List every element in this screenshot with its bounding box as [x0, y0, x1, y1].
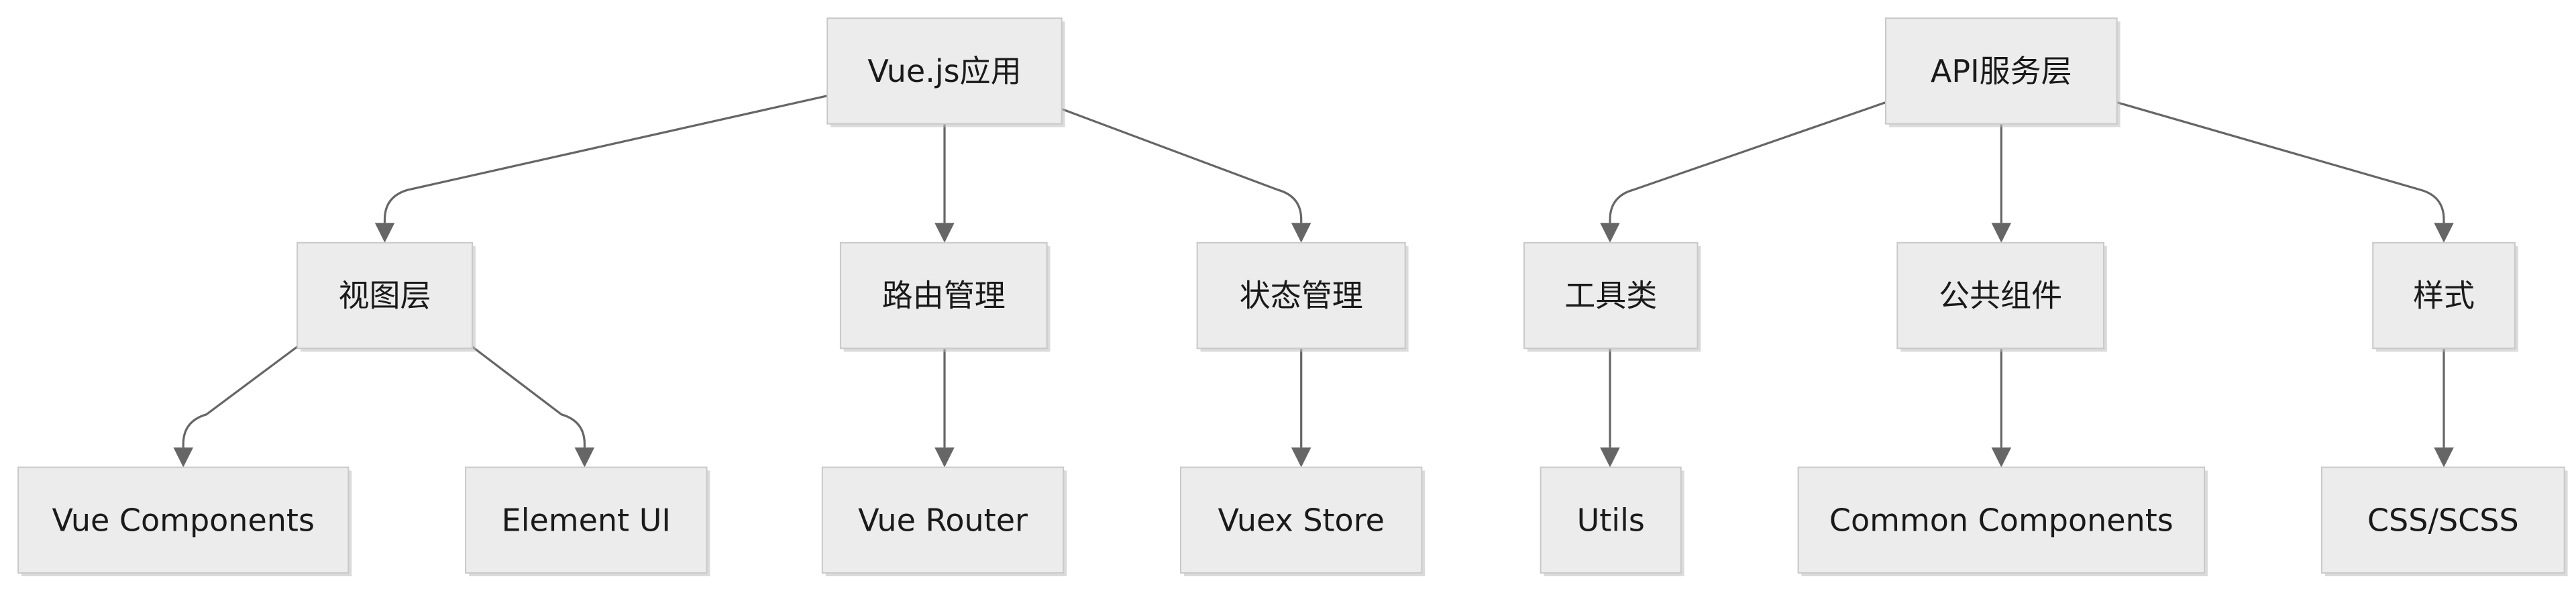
node-box — [465, 466, 708, 574]
node-box — [839, 241, 1048, 350]
node-box — [297, 241, 473, 350]
node-box — [1896, 241, 2105, 350]
node-box — [1196, 241, 1406, 350]
node-box — [1885, 17, 2118, 125]
arrowhead-element-ui — [574, 447, 595, 468]
node-state-mgmt: 状态管理 — [1196, 241, 1409, 352]
node-vue-router: Vue Router — [821, 466, 1067, 576]
node-label: 样式 — [2413, 278, 2475, 314]
arrowhead-common-widgets — [1991, 223, 2012, 243]
node-label: Vue Router — [858, 502, 1028, 538]
node-api-layer: API服务层 — [1885, 17, 2121, 127]
node-element-ui: Element UI — [465, 466, 710, 576]
node-box — [821, 466, 1065, 574]
arrowhead-utils — [1600, 447, 1620, 468]
arrowhead-tools — [1600, 223, 1620, 243]
node-label: 视图层 — [339, 278, 431, 314]
node-label: 工具类 — [1564, 278, 1657, 314]
node-common-components: Common Components — [1797, 466, 2208, 576]
node-label: Element UI — [502, 502, 671, 538]
node-box — [1180, 466, 1423, 574]
node-box — [1540, 466, 1682, 574]
node-label: 状态管理 — [1240, 278, 1363, 314]
node-label: Utils — [1577, 502, 1645, 538]
edge-view-layer-to-vue-components — [182, 345, 299, 448]
node-label: CSS/SCSS — [2367, 502, 2519, 538]
arrowhead-view-layer — [374, 223, 395, 243]
arrowhead-router-mgmt — [934, 223, 955, 243]
node-box — [2372, 241, 2516, 350]
node-label: Vue Components — [52, 502, 314, 538]
node-vue-app: Vue.js应用 — [826, 17, 1065, 127]
node-router-mgmt: 路由管理 — [839, 241, 1051, 352]
node-box — [2320, 466, 2565, 574]
node-tools: 工具类 — [1523, 241, 1701, 352]
arrowhead-state-mgmt — [1291, 223, 1311, 243]
node-box — [17, 466, 350, 574]
node-label: Vuex Store — [1218, 502, 1384, 538]
edge-vue-app-to-state-mgmt — [1061, 108, 1303, 223]
edge-api-layer-to-tools — [1609, 101, 1886, 223]
node-vue-components: Vue Components — [17, 466, 352, 576]
node-box — [1797, 466, 2206, 574]
node-label: 路由管理 — [882, 278, 1006, 314]
node-styles: 样式 — [2372, 241, 2518, 352]
node-view-layer: 视图层 — [297, 241, 476, 352]
arrowhead-common-components — [1991, 447, 2012, 468]
arrowhead-vuex-store — [1291, 447, 1311, 468]
node-vuex-store: Vuex Store — [1180, 466, 1426, 576]
node-css-scss: CSS/SCSS — [2320, 466, 2568, 576]
edge-api-layer-to-styles — [2116, 101, 2445, 223]
arrowhead-styles — [2434, 223, 2454, 243]
node-box — [826, 17, 1063, 125]
node-common-widgets: 公共组件 — [1896, 241, 2107, 352]
edges-layer — [173, 95, 2454, 468]
arrowhead-vue-components — [173, 447, 193, 468]
edge-vue-app-to-view-layer — [383, 95, 828, 223]
node-label: Vue.js应用 — [867, 53, 1021, 89]
node-label: API服务层 — [1931, 53, 2072, 89]
edge-view-layer-to-element-ui — [472, 345, 586, 448]
node-label: Common Components — [1829, 502, 2174, 538]
node-box — [1523, 241, 1699, 350]
arrowhead-vue-router — [934, 447, 955, 468]
node-label: 公共组件 — [1939, 278, 2062, 314]
node-utils: Utils — [1540, 466, 1684, 576]
arrowhead-css-scss — [2434, 447, 2454, 468]
